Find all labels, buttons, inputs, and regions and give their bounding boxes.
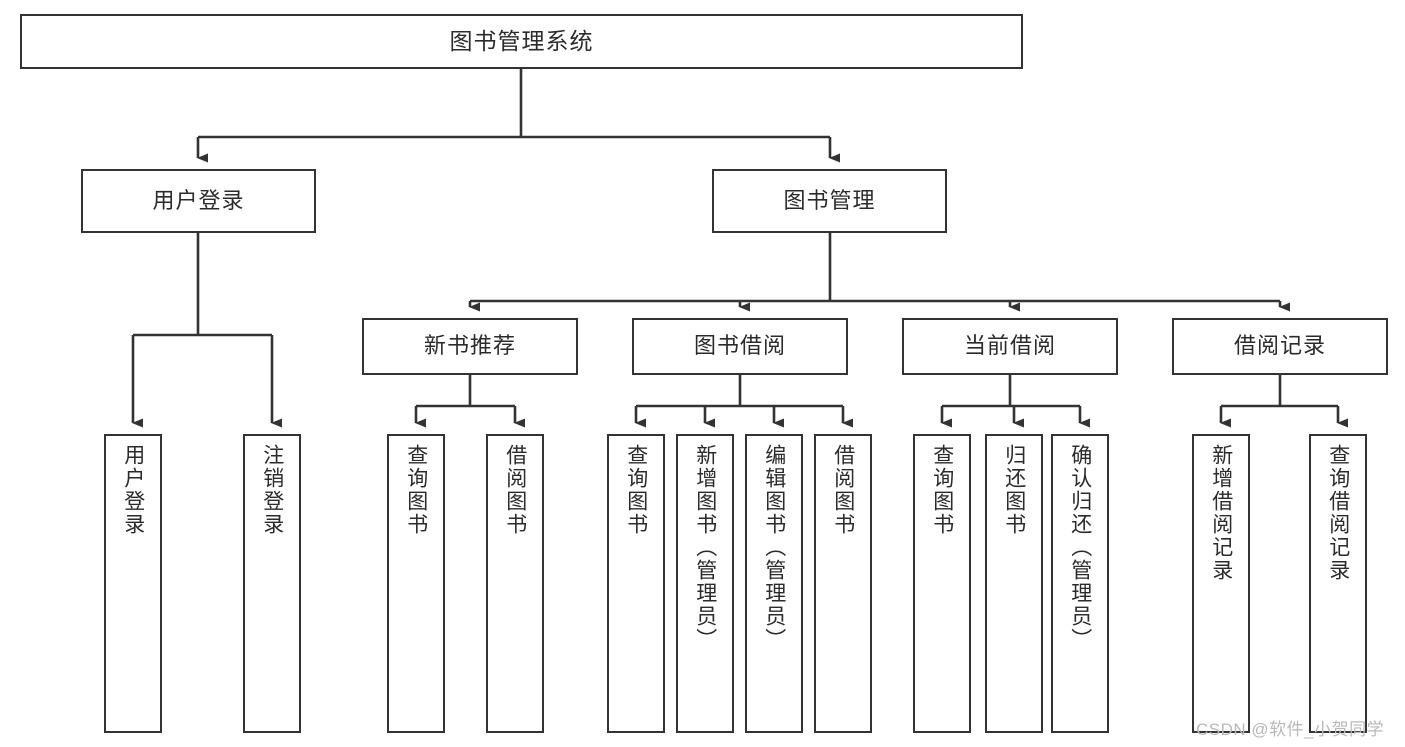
leaf-add-book-admin[interactable]: 新增图书（管理员）	[676, 434, 734, 733]
leaf-query-book-recommend[interactable]: 查询图书	[387, 434, 445, 733]
leaf-label: 借阅图书	[503, 444, 527, 536]
node-label: 当前借阅	[963, 333, 1056, 359]
leaf-label: 查询图书	[930, 444, 954, 536]
leaf-borrow-book-recommend[interactable]: 借阅图书	[486, 434, 544, 733]
leaf-confirm-return-admin[interactable]: 确认归还（管理员）	[1051, 434, 1109, 733]
leaf-query-book-current[interactable]: 查询图书	[913, 434, 971, 733]
node-book-manage[interactable]: 图书管理	[712, 169, 947, 233]
leaf-label: 归还图书	[1002, 444, 1026, 536]
leaf-add-borrow-record[interactable]: 新增借阅记录	[1192, 434, 1250, 733]
leaf-label: 注销登录	[260, 444, 284, 536]
watermark: CSDN @软件_小贺同学	[1196, 720, 1385, 739]
node-book-borrow[interactable]: 图书借阅	[632, 318, 848, 375]
node-user-login[interactable]: 用户登录	[81, 169, 316, 233]
node-label: 图书管理系统	[449, 27, 594, 54]
leaf-logout[interactable]: 注销登录	[243, 434, 301, 733]
leaf-label: 查询图书	[624, 444, 648, 536]
leaf-query-borrow-record[interactable]: 查询借阅记录	[1309, 434, 1367, 733]
node-label: 借阅记录	[1233, 333, 1326, 359]
leaf-label: 查询借阅记录	[1326, 444, 1350, 582]
leaf-label: 确认归还（管理员）	[1068, 444, 1092, 651]
leaf-label: 借阅图书	[831, 444, 855, 536]
leaf-label: 新增借阅记录	[1209, 444, 1233, 582]
node-new-book-recommend[interactable]: 新书推荐	[362, 318, 578, 375]
leaf-query-book-borrow[interactable]: 查询图书	[607, 434, 665, 733]
leaf-label: 新增图书（管理员）	[693, 444, 717, 651]
node-label: 用户登录	[152, 187, 245, 213]
node-current-borrow[interactable]: 当前借阅	[902, 318, 1118, 375]
node-label: 图书管理	[783, 187, 876, 213]
node-borrow-record[interactable]: 借阅记录	[1172, 318, 1388, 375]
leaf-label: 用户登录	[121, 444, 145, 536]
leaf-label: 编辑图书（管理员）	[762, 444, 786, 651]
node-label: 新书推荐	[423, 333, 516, 359]
leaf-return-book[interactable]: 归还图书	[985, 434, 1043, 733]
leaf-borrow-book[interactable]: 借阅图书	[814, 434, 872, 733]
leaf-label: 查询图书	[404, 444, 428, 536]
node-root-system[interactable]: 图书管理系统	[20, 14, 1023, 69]
leaf-user-login[interactable]: 用户登录	[104, 434, 162, 733]
leaf-edit-book-admin[interactable]: 编辑图书（管理员）	[745, 434, 803, 733]
node-label: 图书借阅	[693, 333, 786, 359]
